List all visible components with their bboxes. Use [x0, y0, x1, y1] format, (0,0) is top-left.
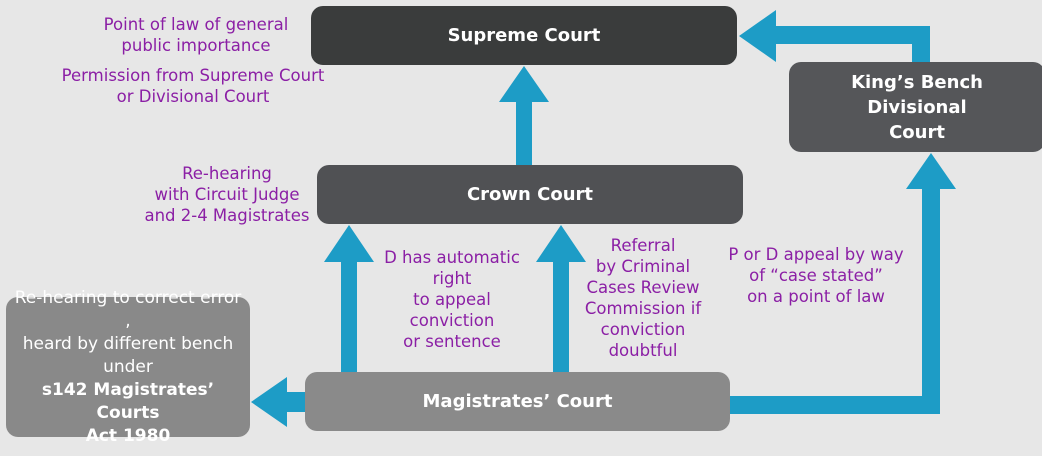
rehearing-line-3: under [103, 356, 153, 377]
arrow-magistrates-to-crown-left [324, 225, 374, 372]
note-case-stated-line-1: P or D appeal by way [728, 245, 904, 264]
kings-bench-divisional-court-box: King’s Bench Divisional Court [789, 62, 1042, 152]
arrow-magistrates-to-kings-bench [730, 153, 956, 414]
note-referral-line-6: doubtful [608, 341, 678, 360]
arrow-magistrates-to-rehearing [251, 377, 305, 427]
note-permission: Permission from Supreme Court or Divisio… [44, 65, 342, 107]
note-d-appeal-line-5: or sentence [403, 332, 501, 351]
note-permission-line-1: Permission from Supreme Court [61, 66, 325, 85]
magistrates-court-box: Magistrates’ Court [305, 372, 730, 431]
crown-court-label: Crown Court [466, 184, 594, 205]
arrow-crown-to-supreme [499, 66, 549, 165]
note-case-stated-line-3: on a point of law [747, 287, 885, 306]
rehearing-statute-line-1: s142 Magistrates’ Courts [41, 379, 215, 423]
rehearing-line-1: Re-hearing to correct error , [14, 287, 242, 331]
note-d-appeal-line-2: right [432, 269, 472, 288]
supreme-court-box: Supreme Court [311, 6, 737, 65]
kings-bench-label-line-2: Court [889, 121, 945, 143]
note-referral-line-3: Cases Review [586, 278, 700, 297]
rehearing-box: Re-hearing to correct error , heard by d… [6, 288, 250, 446]
note-point-of-law-line-2: public importance [121, 36, 271, 55]
note-crown-rehearing: Re-hearing with Circuit Judge and 2-4 Ma… [132, 163, 322, 226]
note-d-appeal: D has automatic right to appeal convicti… [370, 247, 534, 352]
note-crown-rehearing-line-2: with Circuit Judge [154, 185, 300, 204]
rehearing-statute-line-2: Act 1980 [85, 425, 171, 446]
magistrates-court-label: Magistrates’ Court [422, 391, 613, 412]
note-referral-line-4: Commission if [584, 299, 702, 318]
note-crown-rehearing-line-1: Re-hearing [182, 164, 272, 183]
arrow-kings-bench-to-supreme [739, 10, 930, 62]
note-point-of-law-line-1: Point of law of general [103, 15, 289, 34]
note-referral: Referral by Criminal Cases Review Commis… [572, 235, 714, 361]
note-point-of-law: Point of law of general public importanc… [88, 14, 304, 56]
rehearing-line-2: heard by different bench [22, 333, 234, 354]
supreme-court-label: Supreme Court [447, 25, 601, 46]
note-referral-line-5: conviction [600, 320, 686, 339]
note-d-appeal-line-3: to appeal [413, 290, 491, 309]
note-permission-line-2: or Divisional Court [116, 87, 270, 106]
note-d-appeal-line-1: D has automatic [384, 248, 520, 267]
note-case-stated-line-2: of “case stated” [749, 266, 883, 285]
kings-bench-label-line-1: King’s Bench Divisional [851, 71, 983, 118]
note-d-appeal-line-4: conviction [409, 311, 495, 330]
note-case-stated: P or D appeal by way of “case stated” on… [718, 244, 914, 307]
note-referral-line-2: by Criminal [595, 257, 691, 276]
arrow-magistrates-to-crown-referral [536, 225, 586, 372]
note-referral-line-1: Referral [610, 236, 676, 255]
crown-court-box: Crown Court [317, 165, 743, 224]
note-crown-rehearing-line-3: and 2-4 Magistrates [144, 206, 310, 225]
